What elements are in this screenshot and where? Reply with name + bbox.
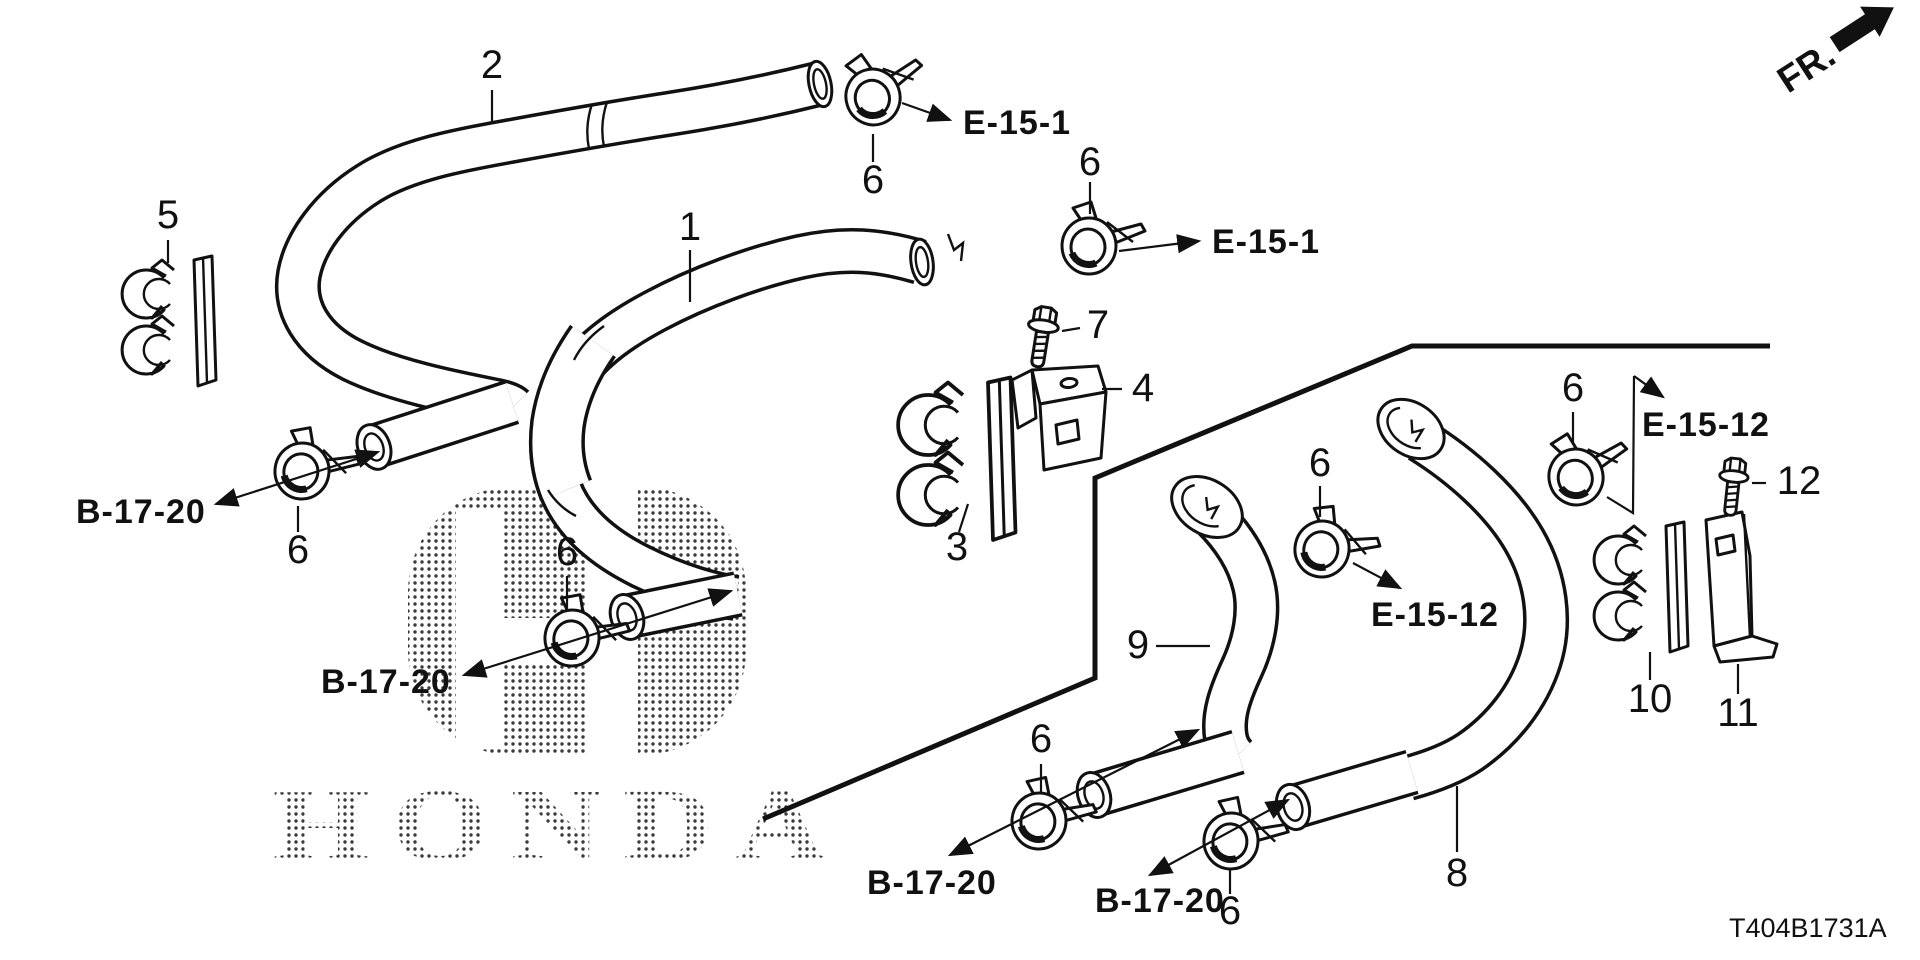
hose-8 — [1274, 397, 1570, 832]
fr-arrow-icon — [1829, 6, 1894, 53]
fr-direction: FR. — [1770, 6, 1894, 101]
ref-b-17-20-bottom1: B-17-20 — [867, 864, 997, 902]
callout-6h: 6 — [1219, 889, 1241, 933]
callout-7: 7 — [1087, 303, 1109, 347]
clip-10 — [1592, 520, 1690, 654]
clamp-6-right-upper — [1062, 202, 1145, 274]
hose-9-inlet-opening — [1170, 475, 1244, 539]
callout-6g: 6 — [1030, 717, 1052, 761]
callout-numbers: 1 2 3 4 5 6 6 6 6 6 6 6 6 7 8 9 10 11 12 — [157, 43, 1821, 933]
ref-b-17-20-left: B-17-20 — [76, 493, 206, 531]
section-divider-line — [762, 343, 1770, 822]
callout-8: 8 — [1446, 851, 1468, 895]
reference-labels: E-15-1 E-15-1 E-15-12 E-15-12 B-17-20 B-… — [76, 104, 1770, 920]
callout-6d: 6 — [556, 530, 578, 574]
ref-b-17-20-bottom2: B-17-20 — [1095, 882, 1225, 920]
callout-3: 3 — [946, 525, 968, 569]
clamp-6-left — [271, 424, 363, 507]
clamp-6-top — [834, 38, 935, 132]
callout-6c: 6 — [287, 528, 309, 572]
ref-e-15-1-mid: E-15-1 — [1212, 223, 1320, 261]
hose-2-seam — [586, 101, 609, 150]
bolt-7 — [1020, 303, 1063, 371]
callout-9: 9 — [1127, 623, 1149, 667]
diagram-code: T404B1731A — [1729, 913, 1887, 943]
fr-label: FR. — [1770, 34, 1842, 101]
hose-2-inlet-opening — [806, 59, 834, 109]
hose-2 — [274, 59, 834, 471]
ref-e-15-1-top: E-15-1 — [963, 104, 1071, 142]
hose-1-inlet-opening — [909, 233, 965, 287]
honda-watermark-text: HONDA — [273, 768, 848, 883]
callout-6b: 6 — [1079, 140, 1101, 184]
ref-b-17-20-center: B-17-20 — [321, 663, 451, 701]
callout-10: 10 — [1628, 677, 1673, 721]
callout-4: 4 — [1132, 366, 1154, 410]
callout-11: 11 — [1717, 691, 1759, 735]
reference-arrows — [213, 101, 1665, 877]
clip-5 — [120, 254, 218, 388]
callout-6f: 6 — [1562, 366, 1584, 410]
ref-e-15-12-left: E-15-12 — [1371, 596, 1499, 634]
callout-2: 2 — [481, 43, 503, 87]
clamp-6-mid-right — [1290, 500, 1386, 588]
bracket-4 — [1010, 364, 1108, 472]
hose-9 — [1075, 475, 1280, 819]
callout-1: 1 — [679, 205, 701, 249]
bracket-11 — [1704, 510, 1779, 664]
callout-12: 12 — [1777, 459, 1822, 503]
clamp-6-far-right — [1539, 421, 1637, 511]
ref-e-15-12-right: E-15-12 — [1642, 406, 1770, 444]
callout-5: 5 — [157, 193, 179, 237]
callout-6a: 6 — [862, 158, 884, 202]
clip-3 — [896, 375, 1018, 542]
callout-6e: 6 — [1309, 441, 1331, 485]
bolt-12 — [1714, 455, 1752, 519]
hose-8-inlet-opening — [1376, 397, 1446, 461]
